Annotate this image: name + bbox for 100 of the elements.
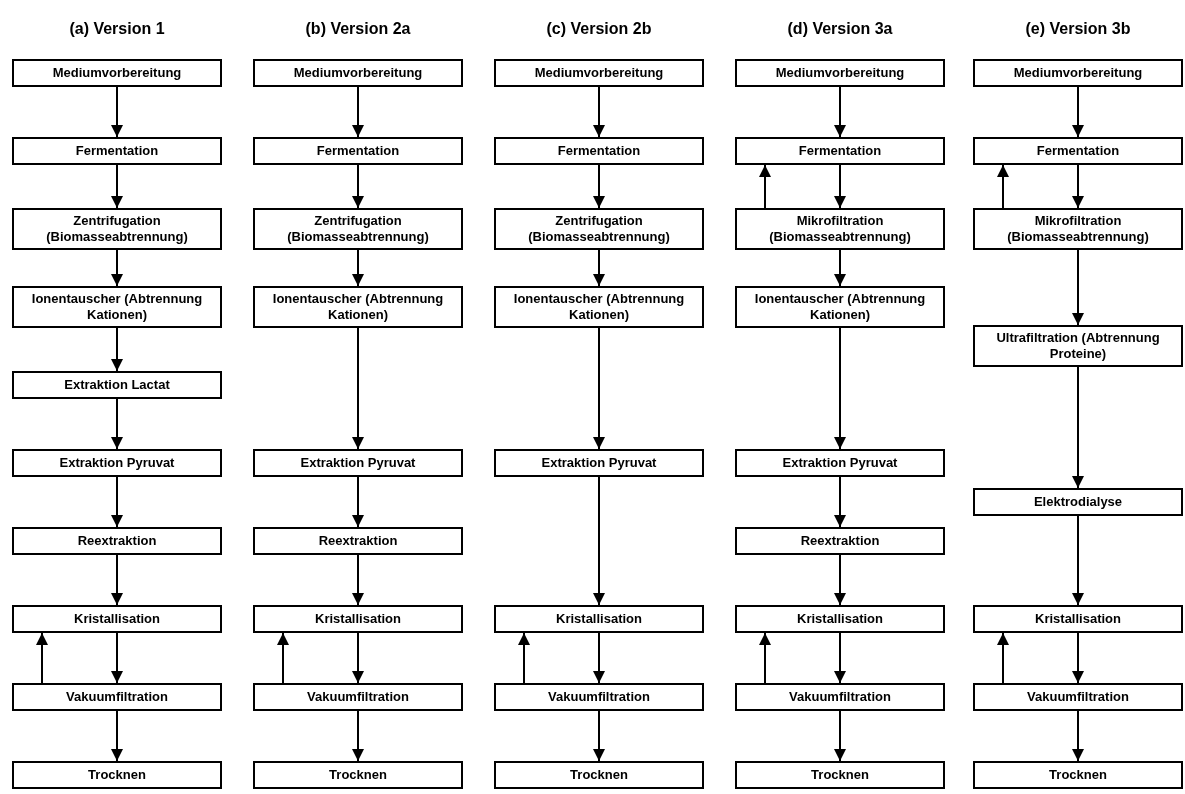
process-box — [12, 371, 222, 399]
step-label: Kristallisation — [1035, 611, 1121, 627]
step-label: Fermentation — [75, 143, 159, 159]
step-label: Mediumvorbereitung — [293, 65, 423, 81]
process-box — [494, 605, 704, 633]
arrow — [1072, 515, 1084, 606]
arrow — [997, 164, 1009, 209]
process-box — [973, 605, 1183, 633]
arrow — [352, 554, 364, 606]
step-label: Zentrifugation (Biomasseabtrennung) — [286, 213, 430, 245]
process-box — [494, 208, 704, 250]
step-label: Fermentation — [316, 143, 400, 159]
step-label: Mikrofiltration (Biomasseabtrennung) — [1006, 213, 1150, 245]
process-box — [12, 761, 222, 789]
step-label: Zentrifugation (Biomasseabtrennung) — [527, 213, 671, 245]
process-box — [12, 137, 222, 165]
process-box — [973, 683, 1183, 711]
process-box — [735, 605, 945, 633]
arrow — [111, 554, 123, 606]
process-box — [973, 761, 1183, 789]
arrow — [277, 632, 289, 684]
arrow — [111, 710, 123, 762]
column-title: (d) Version 3a — [786, 20, 894, 38]
column-title: (b) Version 2a — [304, 20, 412, 38]
arrow — [834, 164, 846, 209]
process-box — [12, 527, 222, 555]
step-label: Vakuumfiltration — [789, 689, 891, 705]
step-label: Mediumvorbereitung — [52, 65, 182, 81]
process-box — [12, 605, 222, 633]
column-title: (e) Version 3b — [1024, 20, 1132, 38]
process-box — [253, 527, 463, 555]
step-label: Ionentauscher (Abtrennung Kationen) — [271, 291, 445, 323]
arrow — [111, 164, 123, 209]
step-label: Mediumvorbereitung — [1013, 65, 1143, 81]
arrow — [111, 86, 123, 138]
process-box — [973, 208, 1183, 250]
step-label: Extraktion Lactat — [64, 377, 170, 393]
step-label: Fermentation — [557, 143, 641, 159]
arrow — [111, 249, 123, 287]
arrow — [834, 249, 846, 287]
step-label: Mediumvorbereitung — [775, 65, 905, 81]
process-box — [494, 683, 704, 711]
process-box — [253, 137, 463, 165]
step-label: Reextraktion — [800, 533, 880, 549]
step-label: Reextraktion — [77, 533, 157, 549]
step-label: Kristallisation — [797, 611, 883, 627]
arrow — [593, 86, 605, 138]
arrow — [834, 86, 846, 138]
arrow — [593, 327, 605, 450]
process-box — [494, 286, 704, 328]
arrow — [518, 632, 530, 684]
process-box — [973, 137, 1183, 165]
column-title: (a) Version 1 — [68, 20, 166, 38]
step-label: Mediumvorbereitung — [534, 65, 664, 81]
step-label: Extraktion Pyruvat — [782, 455, 898, 471]
arrow — [834, 710, 846, 762]
step-label: Trocknen — [88, 767, 146, 783]
process-box — [253, 208, 463, 250]
process-box — [973, 59, 1183, 87]
process-box — [973, 488, 1183, 516]
arrow — [593, 710, 605, 762]
step-label: Trocknen — [570, 767, 628, 783]
step-label: Extraktion Pyruvat — [541, 455, 657, 471]
step-label: Extraktion Pyruvat — [59, 455, 175, 471]
step-label: Ionentauscher (Abtrennung Kationen) — [30, 291, 204, 323]
arrow — [352, 249, 364, 287]
arrow — [352, 327, 364, 450]
arrow — [111, 476, 123, 528]
arrow — [834, 632, 846, 684]
process-box — [494, 761, 704, 789]
step-label: Ionentauscher (Abtrennung Kationen) — [512, 291, 686, 323]
process-box — [12, 59, 222, 87]
arrow — [352, 710, 364, 762]
process-box — [735, 208, 945, 250]
step-label: Trocknen — [811, 767, 869, 783]
arrow — [1072, 710, 1084, 762]
process-box — [12, 208, 222, 250]
arrow — [593, 632, 605, 684]
step-label: Reextraktion — [318, 533, 398, 549]
process-box — [735, 527, 945, 555]
step-label: Zentrifugation (Biomasseabtrennung) — [45, 213, 189, 245]
step-label: Fermentation — [798, 143, 882, 159]
process-box — [494, 59, 704, 87]
step-label: Mikrofiltration (Biomasseabtrennung) — [768, 213, 912, 245]
arrow — [593, 476, 605, 606]
process-box — [253, 761, 463, 789]
step-label: Trocknen — [1049, 767, 1107, 783]
arrow — [352, 164, 364, 209]
process-box — [735, 137, 945, 165]
arrow — [834, 327, 846, 450]
arrow — [1072, 366, 1084, 489]
step-label: Vakuumfiltration — [66, 689, 168, 705]
step-label: Kristallisation — [74, 611, 160, 627]
arrow — [352, 476, 364, 528]
process-box — [253, 449, 463, 477]
process-box — [253, 683, 463, 711]
step-label: Vakuumfiltration — [548, 689, 650, 705]
arrow — [111, 398, 123, 450]
process-box — [12, 286, 222, 328]
process-box — [12, 449, 222, 477]
